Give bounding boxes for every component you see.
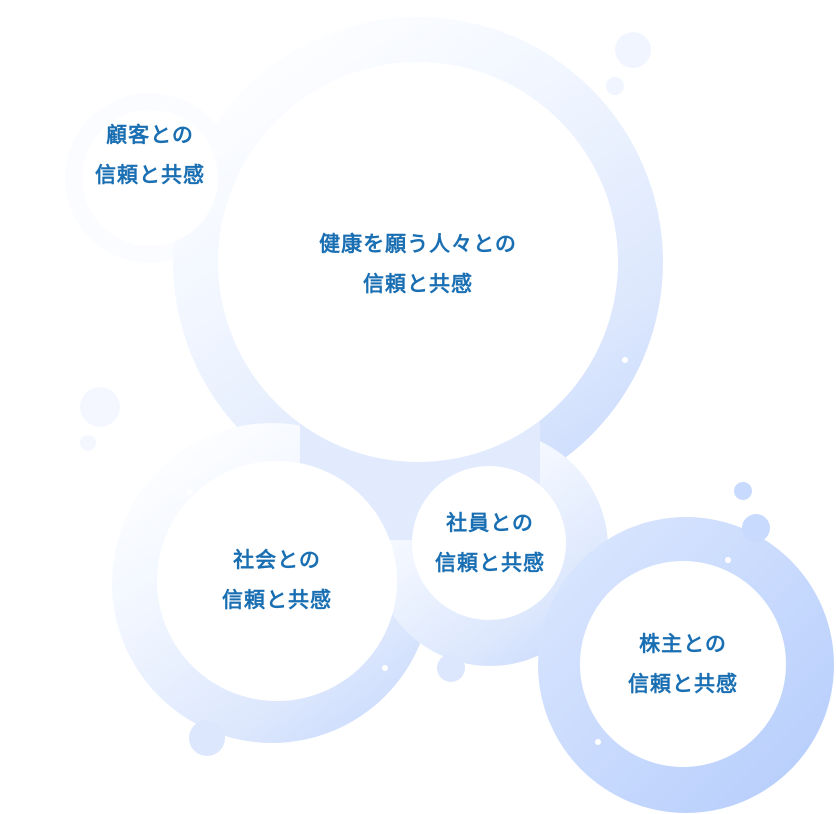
bubble (622, 357, 628, 363)
label-society: 社会との 信頼と共感 (197, 540, 357, 620)
bubble (606, 77, 624, 95)
inner-circle-customers (82, 110, 218, 246)
bubble (187, 489, 193, 495)
label-employees-line1: 社員との (446, 511, 534, 535)
bubble (437, 654, 465, 682)
bubble (725, 557, 731, 563)
label-customers: 顧客との 信頼と共感 (70, 115, 230, 195)
bubble (595, 739, 601, 745)
label-society-line2: 信頼と共感 (222, 588, 332, 612)
label-customers-line1: 顧客との (106, 123, 194, 147)
label-employees: 社員との 信頼と共感 (410, 503, 570, 583)
inner-circle-shareholders (580, 561, 786, 767)
label-shareholders: 株主との 信頼と共感 (603, 624, 763, 704)
bubble (80, 387, 120, 427)
label-health-line1: 健康を願う人々との (319, 232, 517, 256)
bubble (382, 665, 388, 671)
bubble (189, 720, 225, 756)
label-health-line2: 信頼と共感 (363, 272, 473, 296)
label-customers-line2: 信頼と共感 (95, 163, 205, 187)
label-shareholders-line1: 株主との (639, 632, 727, 656)
bubble (615, 32, 651, 68)
inner-circle-society (157, 461, 397, 701)
inner-circle-layer (82, 62, 786, 767)
label-health: 健康を願う人々との 信頼と共感 (268, 224, 568, 304)
label-shareholders-line2: 信頼と共感 (628, 672, 738, 696)
bubble (734, 482, 752, 500)
bubble (80, 435, 96, 451)
label-society-line1: 社会との (233, 548, 321, 572)
label-employees-line2: 信頼と共感 (435, 551, 545, 575)
inner-circle-health (218, 62, 618, 462)
bubble (742, 514, 770, 542)
bubble-layer (80, 32, 770, 756)
inner-circle-employees (412, 466, 566, 620)
